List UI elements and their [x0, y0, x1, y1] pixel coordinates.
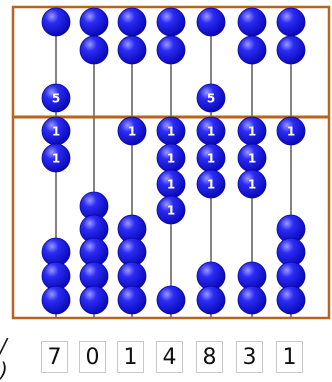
svg-text:1: 1 [207, 152, 215, 166]
answer-digit-box[interactable]: 1 [276, 341, 303, 373]
earth-bead[interactable] [118, 286, 146, 314]
heaven-bead[interactable] [157, 8, 185, 36]
earth-bead[interactable] [197, 286, 225, 314]
heaven-bead[interactable] [197, 8, 225, 36]
heaven-bead[interactable] [42, 8, 70, 36]
earth-bead-active[interactable]: 1 [277, 117, 305, 145]
earth-bead-active[interactable]: 1 [197, 170, 225, 198]
svg-text:1: 1 [248, 152, 256, 166]
earth-bead[interactable] [277, 286, 305, 314]
svg-text:1: 1 [167, 178, 175, 192]
earth-bead-active[interactable]: 1 [118, 117, 146, 145]
heaven-bead[interactable] [80, 8, 108, 36]
earth-bead-active[interactable]: 1 [157, 170, 185, 198]
abacus-beads: 5 1 1 1 1 1 1 1 5 1 1 1 1 1 1 1 [42, 8, 305, 314]
earth-bead[interactable] [238, 286, 266, 314]
heaven-bead[interactable] [118, 8, 146, 36]
answer-digit-box[interactable]: 4 [156, 341, 183, 373]
svg-text:5: 5 [52, 92, 60, 106]
svg-text:1: 1 [52, 152, 60, 166]
heaven-bead-active[interactable]: 5 [42, 84, 70, 112]
earth-bead-active[interactable]: 1 [42, 117, 70, 145]
heaven-bead[interactable] [80, 36, 108, 64]
abacus: 5 1 1 1 1 1 1 1 5 1 1 1 1 1 1 1 [0, 0, 332, 330]
heaven-bead[interactable] [118, 36, 146, 64]
svg-text:1: 1 [287, 125, 295, 139]
svg-text:5: 5 [207, 92, 215, 106]
earth-bead[interactable] [157, 286, 185, 314]
earth-bead-active[interactable]: 1 [238, 170, 266, 198]
svg-text:1: 1 [167, 125, 175, 139]
heaven-bead[interactable] [277, 36, 305, 64]
answer-digit-box[interactable]: 3 [236, 341, 263, 373]
answer-digit-box[interactable]: 8 [196, 341, 223, 373]
answer-digit-box[interactable]: 0 [79, 341, 106, 373]
heaven-bead[interactable] [157, 36, 185, 64]
svg-text:1: 1 [248, 125, 256, 139]
answer-digit-box[interactable]: 1 [117, 341, 144, 373]
svg-text:1: 1 [167, 204, 175, 218]
svg-text:1: 1 [207, 125, 215, 139]
earth-bead-active[interactable]: 1 [157, 196, 185, 224]
earth-bead-active[interactable]: 1 [157, 117, 185, 145]
svg-text:1: 1 [52, 125, 60, 139]
earth-bead-active[interactable]: 1 [42, 144, 70, 172]
earth-bead-active[interactable]: 1 [197, 144, 225, 172]
prompt-fragment: / ) [0, 343, 14, 373]
svg-text:1: 1 [167, 152, 175, 166]
heaven-bead[interactable] [238, 8, 266, 36]
heaven-bead-active[interactable]: 5 [197, 84, 225, 112]
svg-text:1: 1 [248, 178, 256, 192]
earth-bead-active[interactable]: 1 [197, 117, 225, 145]
answer-digit-box[interactable]: 7 [41, 341, 68, 373]
earth-bead[interactable] [42, 286, 70, 314]
heaven-bead[interactable] [277, 8, 305, 36]
earth-bead-active[interactable]: 1 [238, 144, 266, 172]
heaven-bead[interactable] [238, 36, 266, 64]
earth-bead-active[interactable]: 1 [238, 117, 266, 145]
earth-bead[interactable] [80, 286, 108, 314]
svg-text:1: 1 [207, 178, 215, 192]
svg-text:1: 1 [128, 125, 136, 139]
earth-bead-active[interactable]: 1 [157, 144, 185, 172]
